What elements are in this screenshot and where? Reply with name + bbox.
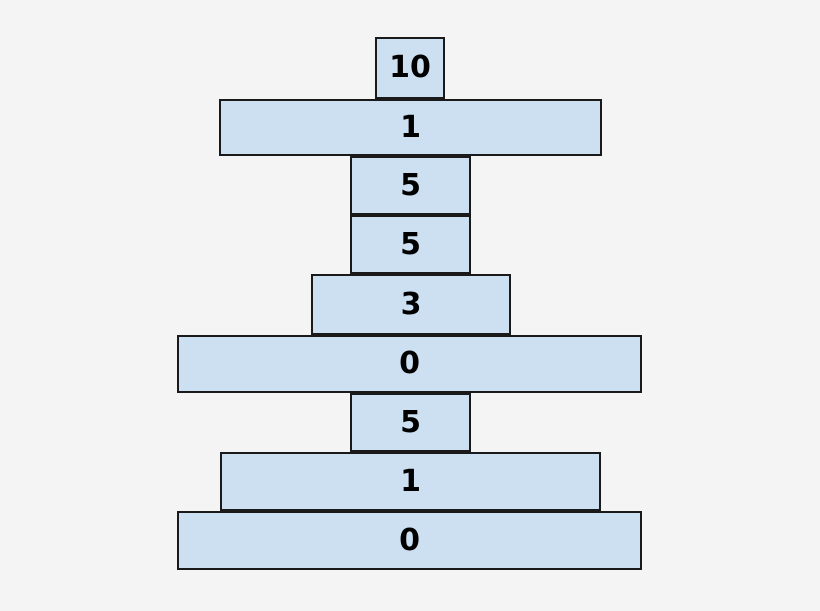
- bar-value-label: 3: [400, 286, 422, 322]
- bar-value-label: 0: [399, 522, 420, 558]
- bar-row-4: 5: [350, 215, 471, 274]
- bar-value-label: 10: [389, 50, 431, 85]
- bar-value-label: 1: [400, 463, 421, 499]
- bar-value-label: 5: [400, 404, 421, 440]
- bar-row-7: 5: [350, 393, 471, 452]
- bar-row-3: 5: [350, 156, 471, 215]
- bar-value-label: 0: [399, 346, 420, 381]
- bar-row-5: 3: [311, 274, 511, 335]
- bar-row-8: 1: [220, 452, 601, 511]
- bar-row-6: 0: [177, 335, 642, 393]
- bar-value-label: 1: [400, 109, 421, 145]
- bar-row-1: 10: [375, 37, 445, 99]
- bar-row-9: 0: [177, 511, 642, 570]
- bar-value-label: 5: [400, 167, 421, 203]
- bar-row-2: 1: [219, 99, 602, 156]
- bar-value-label: 5: [400, 226, 421, 262]
